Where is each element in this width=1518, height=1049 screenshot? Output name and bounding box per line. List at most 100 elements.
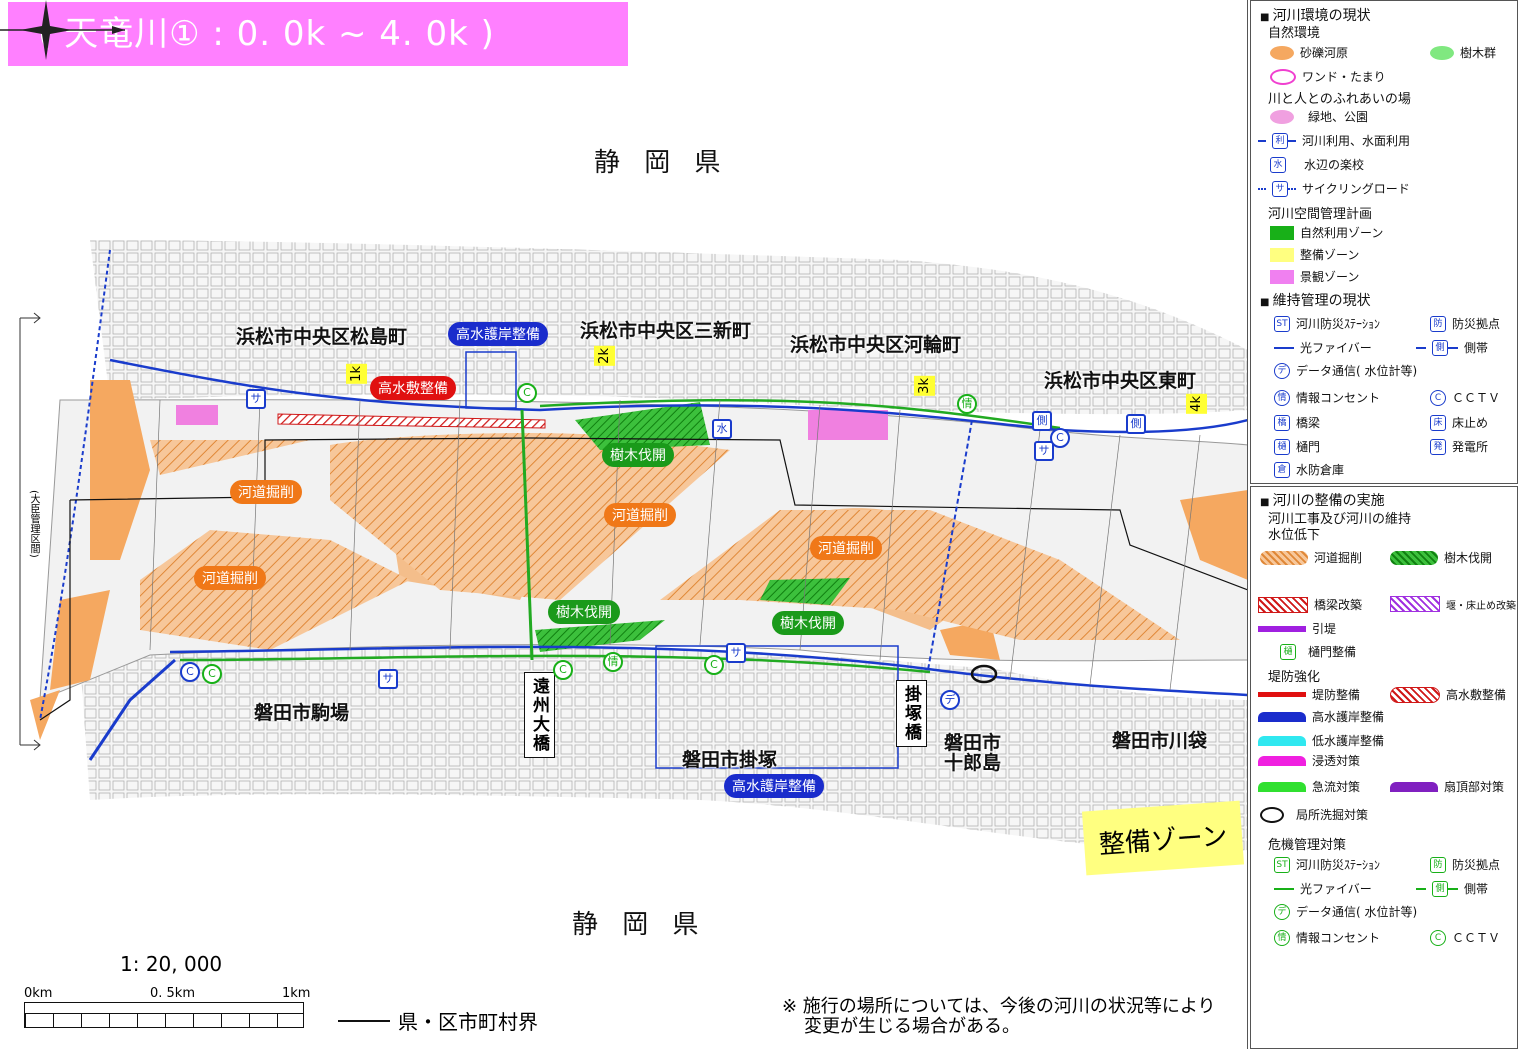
km-post-4: 4k [1186, 394, 1207, 414]
legend-senchou: 扇頂部対策 [1390, 778, 1504, 795]
legend-jumoku: 樹木伐開 [1390, 549, 1492, 566]
legend-soko: 倉水防倉庫 [1274, 461, 1344, 478]
gravel-bar [30, 690, 60, 740]
excavation-area [150, 440, 310, 475]
enshu-bridge-label: 遠州大橋 [524, 672, 555, 758]
coast-line [39, 249, 111, 721]
prefecture-label-bottom: 静 岡 県 [572, 910, 707, 940]
gravel-bar [1180, 490, 1247, 580]
legend-fureai: 川と人とのふれあいの場 [1268, 92, 1411, 107]
legend-teisui-gogan: 低水護岸整備 [1258, 732, 1384, 749]
cctv-icon: C [1050, 428, 1070, 448]
seibi-zone-label: 整備ゾーン [1081, 800, 1245, 876]
legend-teibou: 堤防整備 [1258, 686, 1360, 703]
margin-arrow [20, 739, 41, 751]
legend-riyou: 利河川利用、水面利用 [1258, 132, 1410, 149]
cctv-icon: C [517, 383, 537, 403]
kakezuka-bridge-line [927, 419, 973, 671]
legend-seibi: 整備ゾーン [1270, 246, 1359, 263]
high-water-bank-work [277, 413, 546, 429]
cctv-icon: C [704, 655, 724, 675]
north-levee-green [539, 398, 1061, 430]
north-arrow-icon [0, 0, 125, 60]
legend-panel: 河川環境の現状 自然環境 砂礫河原 樹木群 ワンド・たまり 川と人とのふれあいの… [1250, 0, 1518, 1049]
urban-north [90, 240, 1247, 415]
legend-wando: ワンド・たまり [1270, 68, 1386, 85]
map-title: ( 天竜川① : 0. 0k ~ 4. 0k ) [8, 2, 628, 66]
legend-kussaku: 河道掘削 [1260, 549, 1362, 566]
info-outlet-icon: 情 [603, 652, 623, 672]
label-revetment-south: 高水護岸整備 [724, 774, 824, 798]
map-canvas [19, 240, 1247, 852]
legend-himon-seibi: 樋樋門整備 [1280, 643, 1356, 660]
label-excavation-4: 河道掘削 [810, 536, 882, 560]
scale-tick-1: 1km [282, 986, 311, 1001]
urban-south [80, 647, 1247, 852]
gravel-bar [50, 590, 110, 690]
place-kawawa: 浜松市中央区河輪町 [790, 334, 962, 356]
info-outlet-icon: 情 [957, 394, 977, 414]
legend-kukan: 河川空間管理計画 [1268, 207, 1373, 222]
legend-sec2-title: 維持管理の現状 [1260, 290, 1371, 310]
legend-gakko: 水水辺の楽校 [1270, 156, 1364, 173]
admin-boundary [69, 437, 1247, 591]
legend-gravel: 砂礫河原 [1270, 44, 1348, 61]
legend-sec1-title: 河川環境の現状 [1260, 5, 1371, 25]
legend-data-2: デデータ通信( 水位計等) [1274, 903, 1417, 920]
scale-bar: 0km 0. 5km 1km [24, 986, 310, 1030]
legend-sub1: 河川工事及び河川の維持 [1268, 512, 1412, 527]
excavation-area [140, 530, 410, 650]
cctv-icon: C [553, 660, 573, 680]
legend-tokodome: 床床止め [1430, 414, 1488, 431]
waterside-school-icon: 水 [712, 419, 732, 439]
scale-tick-half: 0. 5km [150, 986, 195, 1001]
cycling-road-icon: サ [1034, 441, 1054, 461]
cctv-icon: C [202, 664, 222, 684]
legend-data: デデータ通信( 水位計等) [1274, 362, 1417, 379]
scale-ratio: 1: 20, 000 [120, 952, 223, 976]
legend-jouhou: 情情報コンセント [1274, 389, 1380, 406]
legend-himon: 樋樋門 [1274, 438, 1320, 455]
cycling-road-icon: サ [378, 669, 398, 689]
margin-arrow [20, 312, 41, 324]
park-area [808, 410, 888, 440]
place-jurojima-2: 十郎島 [944, 752, 1002, 774]
tree-clearing-area [535, 620, 665, 652]
legend-sokutai-2: 側側帯 [1416, 880, 1488, 897]
label-tree-clearing-3: 樹木伐開 [772, 611, 844, 635]
legend-fiber-2: 光ファイバー [1274, 880, 1372, 897]
map-panel[interactable]: ( 天竜川① : 0. 0k ~ 4. 0k ) 静 岡 県 静 岡 県 (大臣… [0, 0, 1248, 1049]
legend-kyouka: 堤防強化 [1268, 670, 1321, 685]
place-kawabukuro: 磐田市川袋 [1112, 730, 1208, 752]
legend-keikan: 景観ゾーン [1270, 268, 1359, 285]
legend-kyuuryuu: 急流対策 [1258, 778, 1360, 795]
side-belt-icon: 側 [1032, 411, 1052, 431]
legend-cycling: ササイクリングロード [1258, 180, 1410, 197]
legend-jouhou-2: 情情報コンセント [1274, 929, 1380, 946]
label-excavation-2: 河道掘削 [604, 503, 676, 527]
enshu-bridge-line [520, 409, 534, 661]
label-excavation-1: 河道掘削 [230, 480, 302, 504]
south-west-line [88, 658, 176, 761]
legend-kyokusho: 局所洗掘対策 [1260, 806, 1368, 823]
admin-boundary [39, 500, 71, 721]
place-sanshin: 浜松市中央区三新町 [580, 320, 752, 342]
excavation-area [660, 510, 1180, 640]
legend-sokutai: 側側帯 [1416, 339, 1488, 356]
revetment-area-north [465, 351, 517, 409]
legend-sub2: 水位低下 [1268, 528, 1321, 543]
legend-kiki: 危機管理対策 [1268, 838, 1347, 853]
boundary-label: 県・区市町村界 [398, 1010, 538, 1034]
note-line-1: ※ 施行の場所については、今後の河川の状況等により [782, 996, 1216, 1017]
legend-trees: 樹木群 [1430, 44, 1496, 61]
label-tree-clearing-2: 樹木伐開 [548, 600, 620, 624]
km-post-2: 2k [594, 346, 615, 366]
legend-hikitei: 引堤 [1258, 620, 1336, 637]
south-levee-line [169, 645, 1247, 697]
place-jurojima-1: 磐田市 [944, 732, 1002, 754]
construction-note: ※ 施行の場所については、今後の河川の状況等により 変更が生じる場合がある。 [782, 997, 1242, 1037]
scour-point [970, 664, 998, 684]
